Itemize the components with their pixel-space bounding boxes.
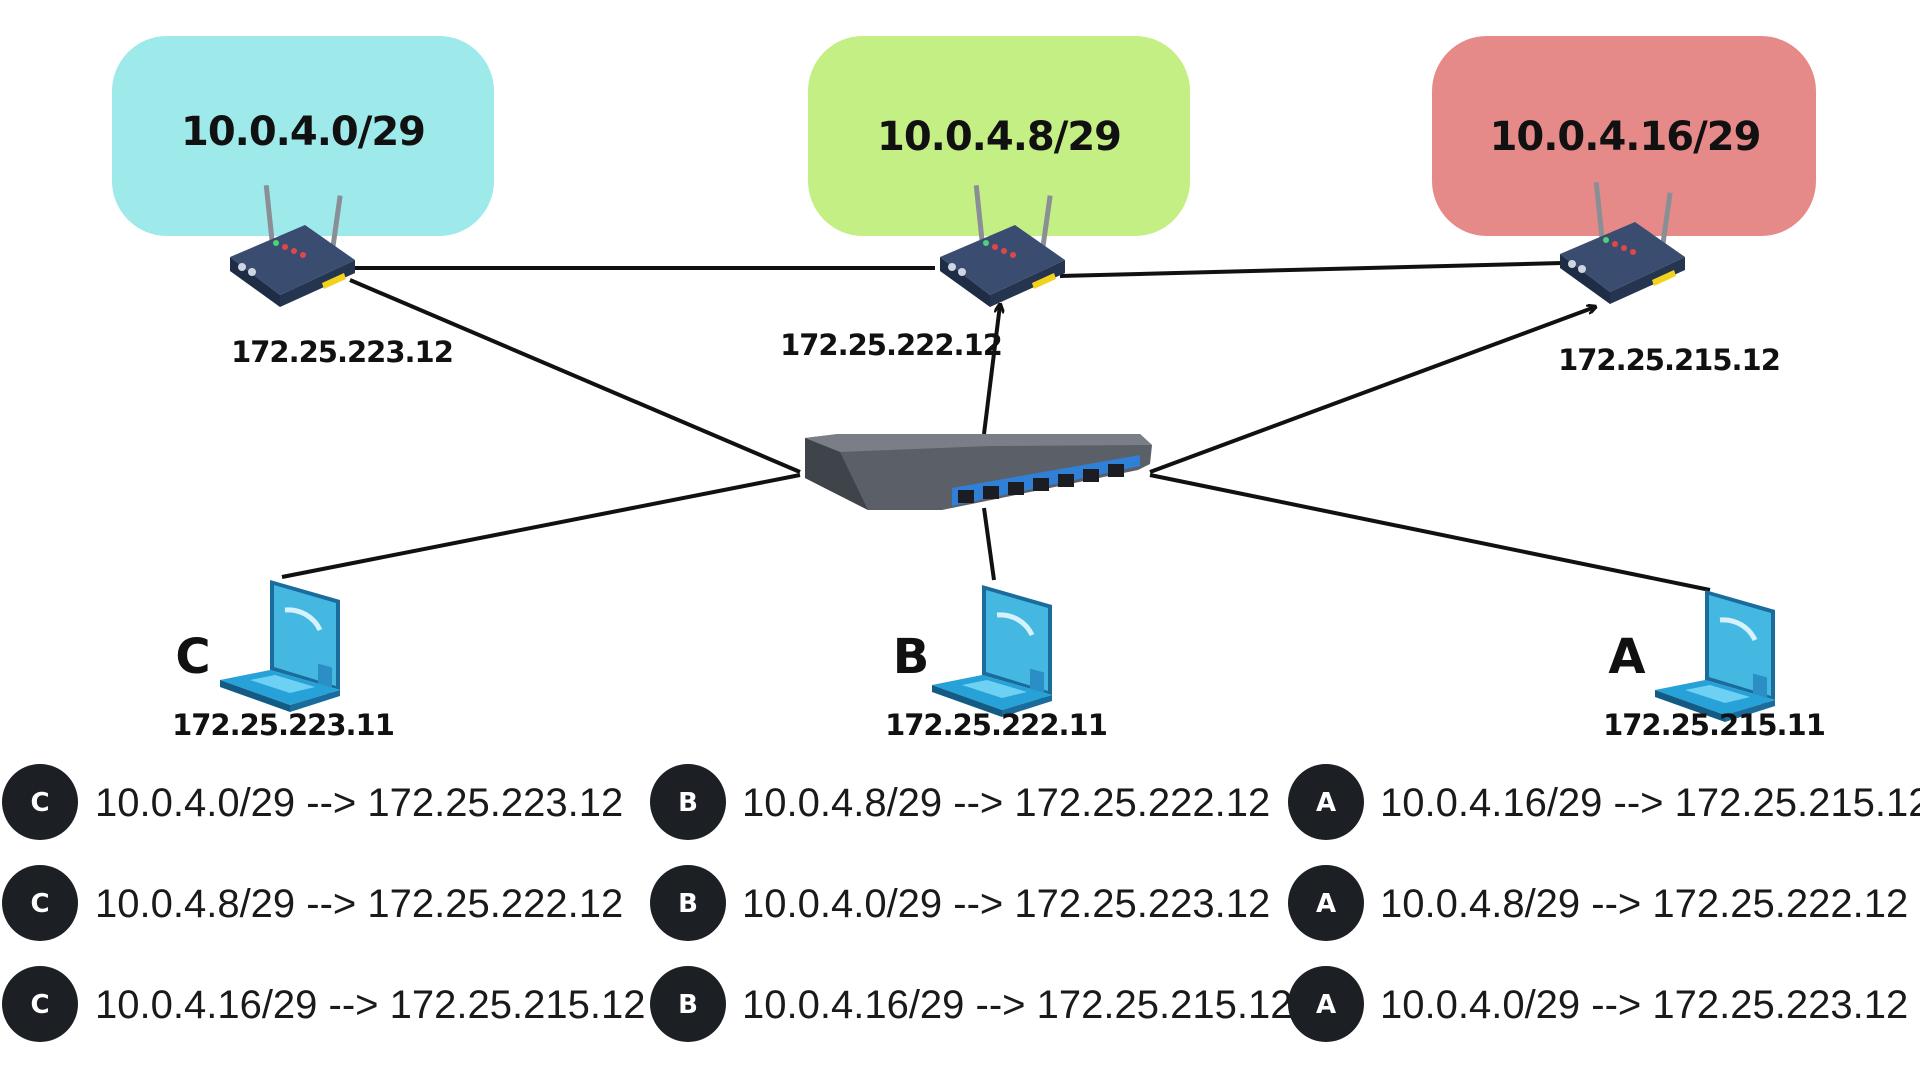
subnet-cloud-3: [1432, 36, 1816, 236]
host-badge-letter: B: [678, 990, 698, 1020]
link-switch-hostA: [1149, 473, 1711, 592]
host-badge: [650, 764, 726, 840]
router-ip-1: 172.25.223.12: [231, 335, 453, 369]
host-badge-letter: A: [1316, 788, 1336, 818]
router-ip-2: 172.25.222.12: [780, 328, 1002, 362]
subnet-cloud-1: [112, 36, 494, 236]
route-entry: 10.0.4.16/29 --> 172.25.215.12: [95, 983, 645, 1027]
laptop-icon: [1655, 590, 1775, 722]
host-badge: [650, 966, 726, 1042]
host-badge: [1288, 966, 1364, 1042]
laptop-icon: [932, 585, 1052, 717]
subnet-cloud-2: [808, 36, 1190, 236]
host-letter-b: B: [893, 629, 930, 685]
host-letter-a: A: [1608, 629, 1645, 685]
route-entry: 10.0.4.16/29 --> 172.25.215.12: [742, 983, 1292, 1027]
route-table-c: C 10.0.4.0/29 --> 172.25.223.12 C 10.0.4…: [2, 764, 645, 1042]
host-badge-letter: A: [1316, 889, 1336, 919]
route-table-a: A 10.0.4.16/29 --> 172.25.215.12 A 10.0.…: [1288, 764, 1920, 1042]
host-badge: [2, 764, 78, 840]
link-switch-router2: [982, 305, 1000, 435]
route-entry: 10.0.4.0/29 --> 172.25.223.12: [95, 781, 623, 825]
link-switch-hostB: [982, 507, 996, 581]
host-badge-letter: C: [30, 889, 49, 919]
subnet-label-3: 10.0.4.16/29: [1490, 114, 1761, 160]
subnet-label-1: 10.0.4.0/29: [181, 109, 425, 155]
route-entry: 10.0.4.16/29 --> 172.25.215.12: [1380, 781, 1920, 825]
router-ip-3: 172.25.215.12: [1558, 343, 1780, 377]
route-entry: 10.0.4.8/29 --> 172.25.222.12: [1380, 882, 1908, 926]
host-ip-b: 172.25.222.11: [885, 708, 1107, 742]
host-badge: [2, 865, 78, 941]
route-entry: 10.0.4.8/29 --> 172.25.222.12: [95, 882, 623, 926]
link-router2-router3: [1059, 261, 1563, 278]
laptop-icon: [220, 580, 340, 712]
host-ip-a: 172.25.215.11: [1603, 708, 1825, 742]
host-ip-c: 172.25.223.11: [172, 708, 394, 742]
host-letter-c: C: [175, 629, 210, 685]
switch-icon: [805, 434, 1152, 510]
host-badge: [2, 966, 78, 1042]
host-badge-letter: B: [678, 788, 698, 818]
subnet-label-2: 10.0.4.8/29: [877, 114, 1121, 160]
host-badge: [1288, 865, 1364, 941]
route-entry: 10.0.4.0/29 --> 172.25.223.12: [1380, 983, 1908, 1027]
host-badge: [1288, 764, 1364, 840]
link-router1-switch: [349, 278, 801, 474]
link-switch-router3: [1149, 307, 1595, 474]
host-badge-letter: A: [1316, 990, 1336, 1020]
route-entry: 10.0.4.0/29 --> 172.25.223.12: [742, 882, 1270, 926]
host-badge-letter: C: [30, 788, 49, 818]
link-switch-hostC: [281, 473, 801, 579]
host-badge: [650, 865, 726, 941]
host-badge-letter: C: [30, 990, 49, 1020]
route-entry: 10.0.4.8/29 --> 172.25.222.12: [742, 781, 1270, 825]
host-badge-letter: B: [678, 889, 698, 919]
route-table-b: B 10.0.4.8/29 --> 172.25.222.12 B 10.0.4…: [650, 764, 1292, 1042]
